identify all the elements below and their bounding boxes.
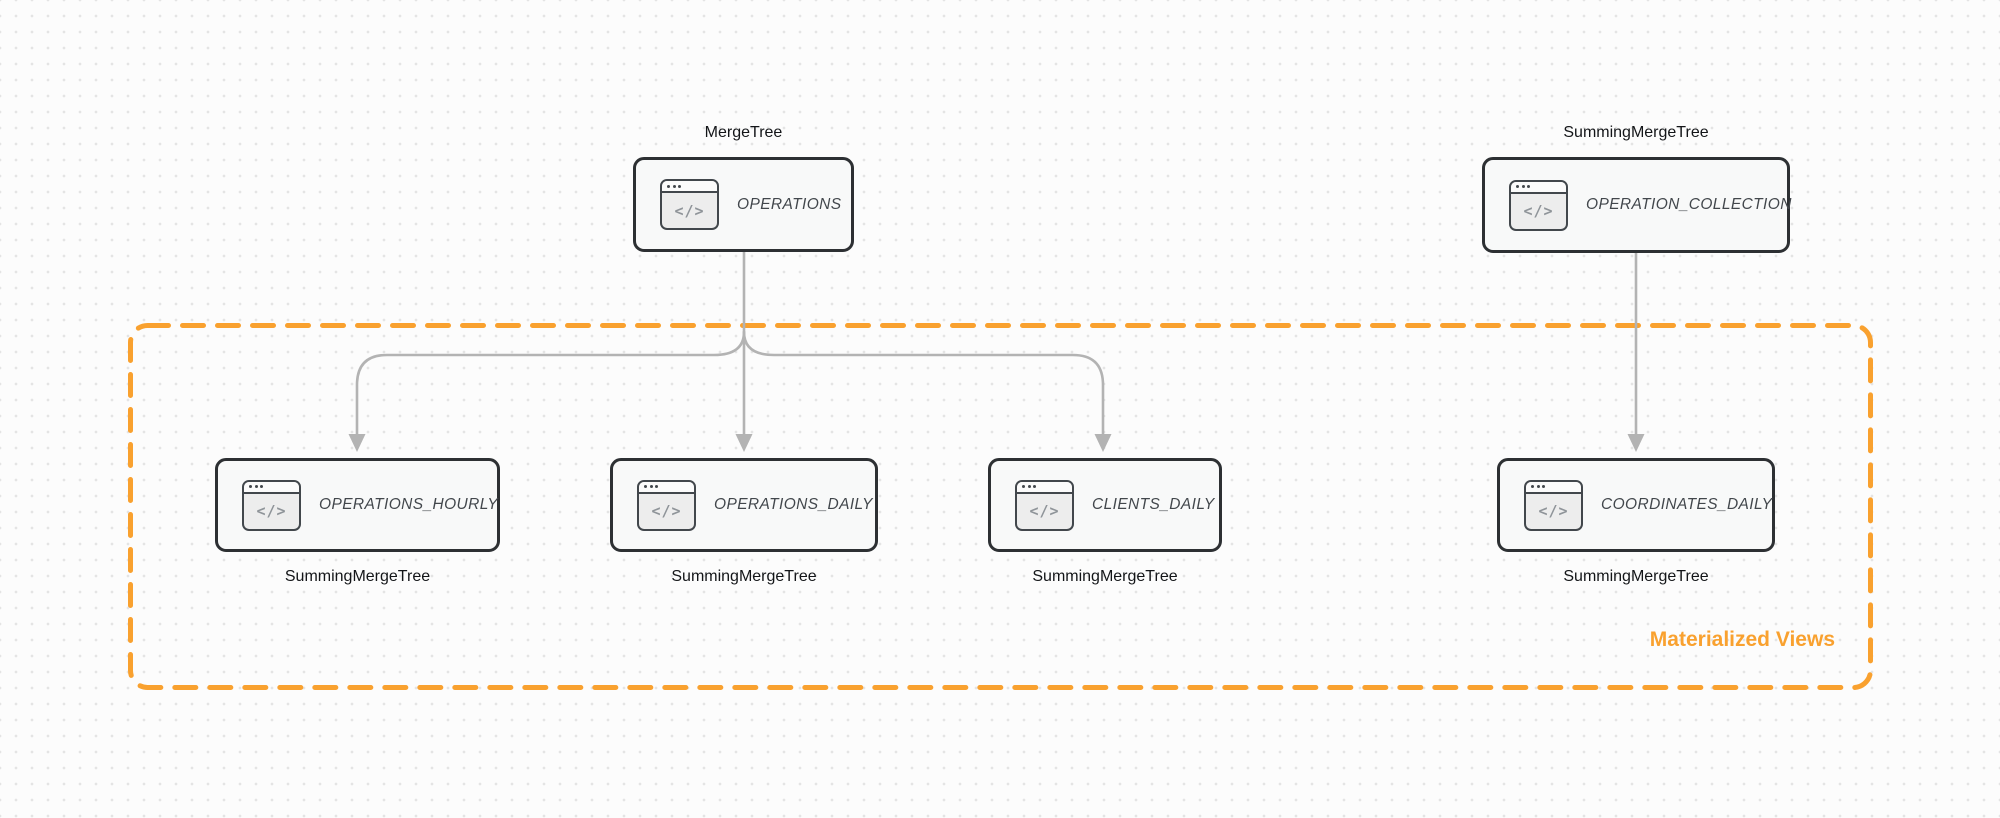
window-dot [1531, 485, 1534, 488]
materialized-views-group-label: Materialized Views [1649, 628, 1835, 651]
window-dot [260, 485, 263, 488]
window-dot [1516, 185, 1519, 188]
engine-label: SummingMergeTree [284, 568, 431, 585]
edge-operations-to-operations-hourly [355, 330, 746, 437]
arrowhead-operations-hourly [348, 434, 366, 452]
engine-label: SummingMergeTree [671, 568, 817, 585]
materialized-views-group-border [128, 323, 1873, 690]
node-operations: MergeTree </> OPERATIONS [633, 124, 854, 252]
window-dot [254, 485, 258, 488]
table-node-box[interactable]: </> OPERATIONS_HOURLY [215, 458, 500, 552]
code-glyph: </> [674, 201, 705, 220]
node-name-label: CLIENTS_DAILY [1092, 496, 1215, 513]
window-titlebar [244, 481, 299, 494]
window-dot [649, 485, 653, 488]
code-glyph: </> [1523, 202, 1554, 220]
engine-label: SummingMergeTree [1563, 124, 1709, 141]
window-titlebar [1526, 481, 1581, 494]
table-node-box[interactable]: </> OPERATION_COLLECTION [1482, 157, 1792, 253]
table-node-box[interactable]: </> OPERATIONS [633, 157, 854, 252]
node-operations-hourly: SummingMergeTree </> OPERATIONS_HOURLY [215, 458, 500, 585]
window-titlebar [662, 181, 717, 193]
node-name-label: OPERATIONS [737, 195, 842, 213]
arrowhead-clients-daily [1094, 434, 1112, 452]
code-window-icon: </> [637, 479, 696, 531]
window-titlebar [1511, 181, 1566, 194]
node-clients-daily: SummingMergeTree </> CLIENTS_DAILY [988, 458, 1222, 585]
engine-label: SummingMergeTree [1563, 568, 1709, 585]
window-dot [672, 184, 676, 188]
table-node-box[interactable]: </> OPERATIONS_DAILY [610, 458, 878, 552]
window-dot [1027, 485, 1031, 488]
engine-label: SummingMergeTree [1032, 568, 1178, 585]
code-glyph: </> [1029, 502, 1060, 520]
window-titlebar [1017, 481, 1072, 494]
engine-label: MergeTree [704, 124, 783, 141]
code-window-icon: </> [1015, 479, 1074, 531]
code-window-icon: </> [660, 179, 719, 230]
node-name-label: COORDINATES_DAILY [1601, 496, 1773, 513]
arrowhead-operations-daily [735, 434, 753, 452]
window-dot [655, 485, 658, 488]
code-glyph: </> [256, 502, 287, 520]
window-dot [678, 184, 681, 188]
window-dot [644, 485, 647, 488]
window-dot [1521, 185, 1525, 188]
window-dot [1527, 185, 1530, 188]
arrowhead-coordinates-daily [1627, 434, 1645, 452]
edge-operations-to-clients-daily [742, 330, 1105, 437]
node-operations-daily: SummingMergeTree </> OPERATIONS_DAILY [610, 458, 878, 585]
window-dot [1542, 485, 1545, 488]
code-glyph: </> [1538, 502, 1569, 520]
node-name-label: OPERATION_COLLECTION [1586, 196, 1792, 213]
node-name-label: OPERATIONS_HOURLY [319, 496, 499, 513]
window-dot [249, 485, 252, 488]
window-dot [1033, 485, 1036, 488]
code-window-icon: </> [242, 479, 301, 531]
table-node-box[interactable]: </> COORDINATES_DAILY [1497, 458, 1775, 552]
window-dot [1536, 485, 1540, 488]
code-glyph: </> [651, 502, 682, 520]
code-window-icon: </> [1524, 479, 1583, 531]
table-node-box[interactable]: </> CLIENTS_DAILY [988, 458, 1222, 552]
node-name-label: OPERATIONS_DAILY [714, 496, 873, 513]
window-dot [1022, 485, 1025, 488]
node-operation-collection: SummingMergeTree </> OPERATION_COLLECTIO… [1482, 124, 1792, 253]
node-coordinates-daily: SummingMergeTree </> COORDINATES_DAILY [1497, 458, 1775, 585]
window-titlebar [639, 481, 694, 494]
window-dot [667, 184, 670, 188]
code-window-icon: </> [1509, 179, 1568, 231]
